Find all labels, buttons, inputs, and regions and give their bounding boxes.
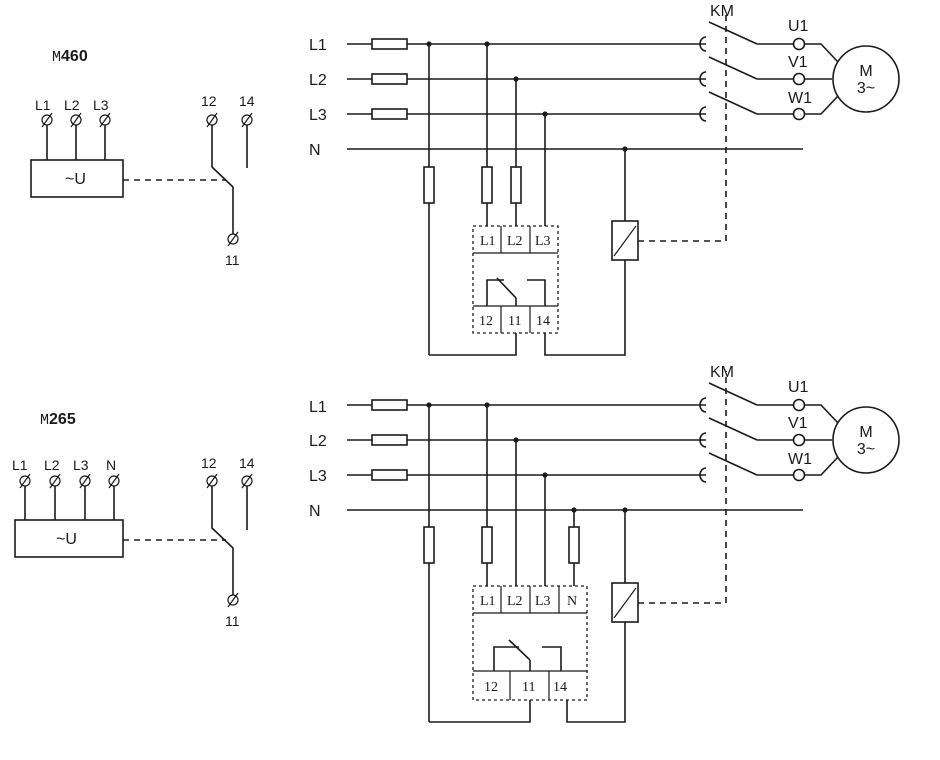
- module-symbol-m265: M265 L1 L2 L3 N ~U 12 14: [12, 411, 255, 629]
- relay-output-label: 11: [522, 680, 535, 695]
- relay-output-label: 14: [536, 314, 550, 329]
- relay-input-label: L2: [507, 234, 523, 249]
- relay-input-label: L1: [480, 234, 496, 249]
- motor-icon: M 3~: [832, 406, 900, 474]
- relay-input-label: L2: [507, 594, 523, 609]
- module-symbol-m460: M460 L1 L2 L3 ~U 12 14: [30, 48, 255, 268]
- fuse-icon: [371, 434, 408, 446]
- contactor-label: KM: [710, 364, 734, 381]
- contact-nc-label: 12: [201, 455, 217, 471]
- motor-terminal-label: W1: [788, 90, 812, 107]
- contact-nc-label: 12: [201, 93, 217, 109]
- motor-terminal-label: V1: [788, 54, 808, 71]
- terminal-screw-icon: [19, 473, 120, 489]
- contactor-label: KM: [710, 3, 734, 20]
- svg-text:3~: 3~: [857, 80, 875, 97]
- module-terminal-label: N: [106, 457, 116, 473]
- contact-no-label: 14: [239, 455, 255, 471]
- contact-no-label: 14: [239, 93, 255, 109]
- motor-terminal-label: U1: [788, 18, 809, 35]
- control-fuse-icon: [423, 526, 435, 564]
- line-label-l1: L1: [309, 37, 327, 54]
- phase-relay-m460: L1 L2 L3 12 11 14: [472, 225, 559, 334]
- power-line-l1: [347, 399, 706, 411]
- fuse-icon: [371, 108, 408, 120]
- contactor-contacts: [699, 21, 793, 122]
- module-terminal-label: L1: [12, 457, 28, 473]
- svg-text:M: M: [859, 424, 872, 441]
- line-label-l3: L3: [309, 468, 327, 485]
- power-line-l3: [347, 108, 706, 120]
- relay-output-label: 12: [479, 314, 493, 329]
- coil-linkage: [638, 371, 727, 604]
- line-label-l2: L2: [309, 72, 327, 89]
- motor-terminal-label: V1: [788, 415, 808, 432]
- module-terminal-label: L2: [44, 457, 60, 473]
- control-fuse-icon: [568, 526, 580, 564]
- module-terminal-label: L1: [35, 97, 51, 113]
- model-title: M460: [52, 48, 88, 66]
- fuse-icon: [371, 399, 408, 411]
- terminal-screw-icon: [206, 473, 253, 608]
- control-fuse-icon: [481, 526, 493, 564]
- relay-output-label: 14: [553, 680, 567, 695]
- changeover-contact: [211, 486, 234, 595]
- line-label-n: N: [309, 142, 321, 159]
- supply-symbol: ~U: [56, 531, 77, 548]
- contact-common-label: 11: [225, 613, 240, 629]
- supply-module-box: [30, 159, 124, 198]
- relay-output-label: 11: [508, 314, 521, 329]
- motor-terminal-label: W1: [788, 451, 812, 468]
- phase-relay-m265: L1 L2 L3 N 12 11 14: [472, 585, 588, 701]
- contact-common-label: 11: [225, 252, 240, 268]
- terminal-screw-icon: [41, 112, 111, 128]
- relay-input-label: L1: [480, 594, 496, 609]
- svg-text:M: M: [859, 63, 872, 80]
- line-label-l3: L3: [309, 107, 327, 124]
- motor-icon: M 3~: [832, 45, 900, 113]
- terminal-screw-icon: [206, 112, 253, 247]
- control-fuse-icon: [481, 166, 493, 204]
- svg-text:3~: 3~: [857, 441, 875, 458]
- power-line-l1: [347, 38, 706, 50]
- line-label-l2: L2: [309, 433, 327, 450]
- power-line-l2: [347, 434, 706, 446]
- control-fuse-icon: [423, 166, 435, 204]
- relay-output-label: 12: [484, 680, 498, 695]
- relay-input-label: L3: [535, 234, 551, 249]
- relay-input-label: L3: [535, 594, 551, 609]
- fuse-icon: [371, 469, 408, 481]
- supply-module-box: [14, 519, 124, 558]
- contactor-contacts: [699, 382, 793, 483]
- fuse-icon: [371, 73, 408, 85]
- relay-input-label: N: [567, 594, 577, 609]
- fuse-icon: [371, 38, 408, 50]
- module-terminal-label: L3: [73, 457, 89, 473]
- module-terminal-label: L2: [64, 97, 80, 113]
- power-line-l2: [347, 73, 706, 85]
- module-terminal-label: L3: [93, 97, 109, 113]
- control-fuse-icon: [510, 166, 522, 204]
- coil-linkage: [638, 10, 727, 242]
- diagram-m460: M460 L1 L2 L3 ~U 12 14: [30, 3, 900, 356]
- diagram-m265: M265 L1 L2 L3 N ~U 12 14: [12, 364, 900, 723]
- changeover-contact: [211, 125, 234, 234]
- line-label-n: N: [309, 503, 321, 520]
- power-line-l3: [347, 469, 706, 481]
- motor-terminal-label: U1: [788, 379, 809, 396]
- supply-symbol: ~U: [65, 171, 86, 188]
- line-label-l1: L1: [309, 399, 327, 416]
- model-title: M265: [40, 411, 76, 429]
